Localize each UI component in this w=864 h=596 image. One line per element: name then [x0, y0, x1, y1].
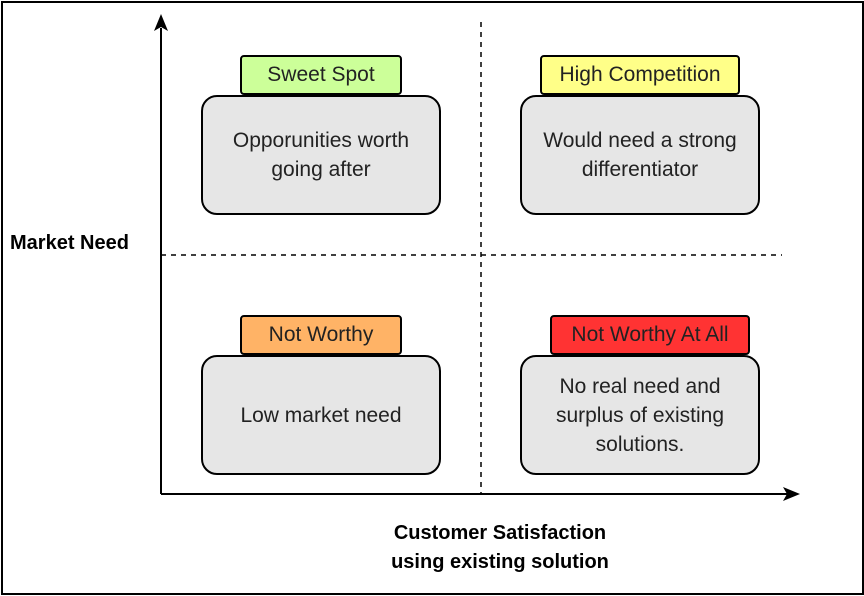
x-axis-label: Customer Satisfaction using existing sol… [300, 519, 700, 577]
quadrant-tag-high-competition: High Competition [540, 55, 740, 95]
y-axis-label: Market Need [10, 232, 129, 254]
quadrant-tag-not-worthy: Not Worthy [240, 315, 402, 355]
y-axis-arrowhead [154, 14, 168, 31]
quadrant-tag-not-worthy-at-all: Not Worthy At All [550, 315, 750, 355]
quadrant-tag-sweet-spot: Sweet Spot [240, 55, 402, 95]
x-axis-label-line1: Customer Satisfaction [393, 522, 607, 544]
quadrant-box-not-worthy-at-all: No real need and surplus of existing sol… [520, 355, 760, 475]
x-axis-arrowhead [783, 487, 800, 501]
quadrant-box-not-worthy: Low market need [201, 355, 441, 475]
quadrant-box-sweet-spot: Opporunities worth going after [201, 95, 441, 215]
x-axis-label-line2: using existing solution [391, 551, 609, 573]
quadrant-box-high-competition: Would need a strong differentiator [520, 95, 760, 215]
